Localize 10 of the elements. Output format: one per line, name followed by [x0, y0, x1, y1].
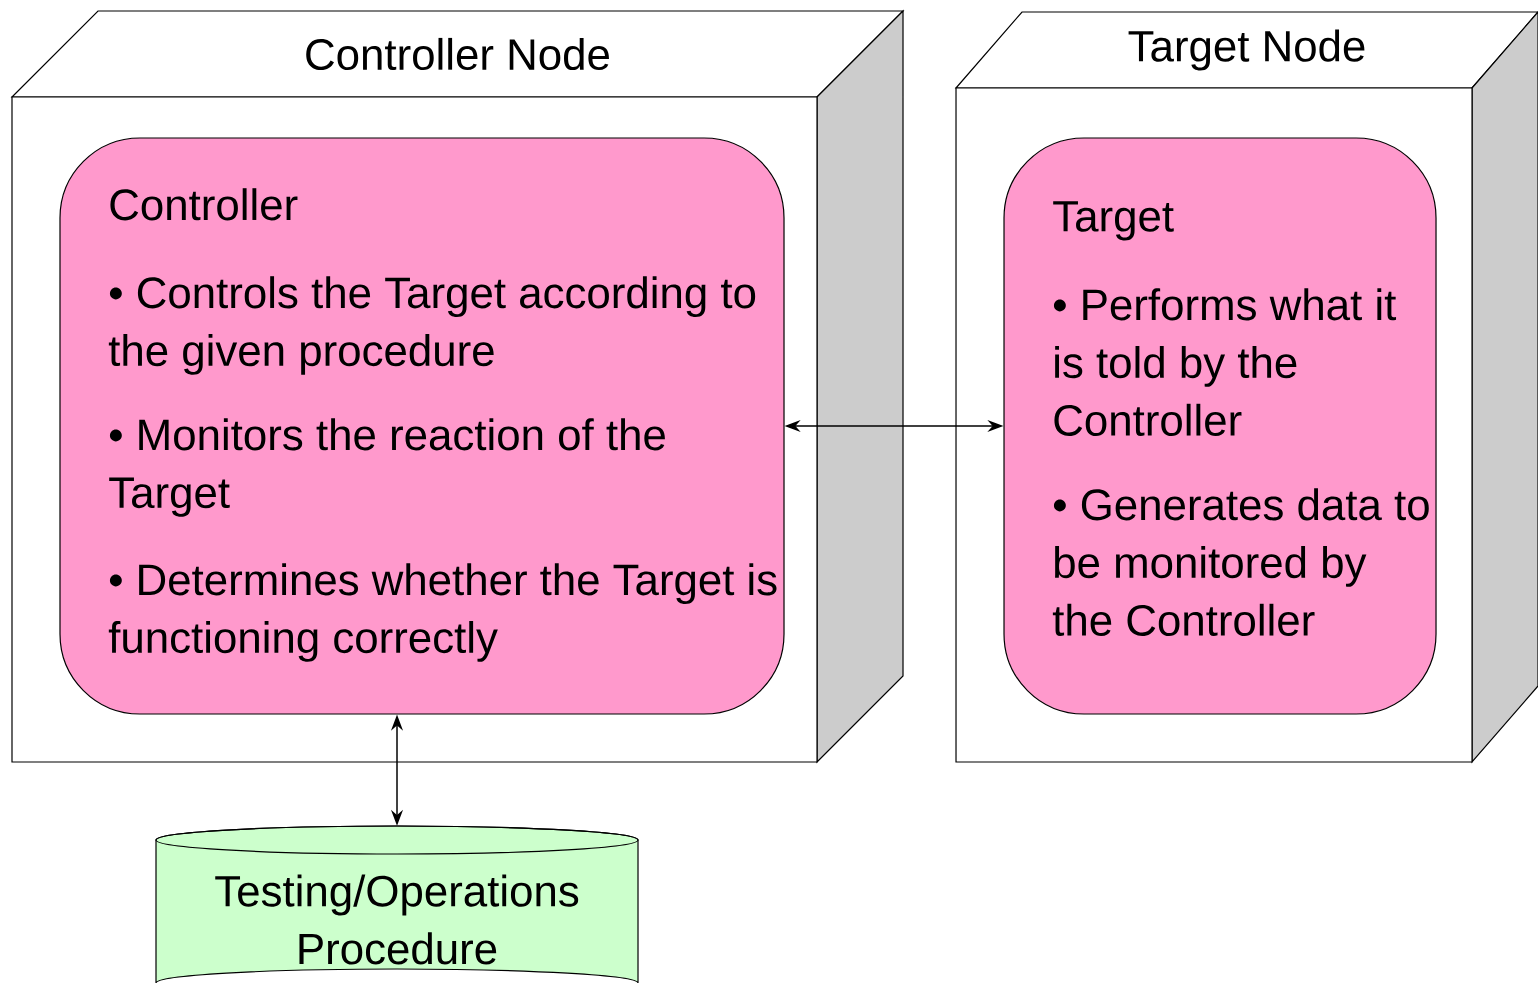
- node-title: Target Node: [1128, 29, 1365, 71]
- box-heading: Target: [1053, 201, 1174, 241]
- database-cylinder: Testing/Operations Procedure: [155, 825, 639, 984]
- bullet-text: • Determines whether the Target is functioning correctly: [108, 563, 777, 662]
- node-title: Controller Node: [306, 37, 609, 71]
- bullet-text: • Generates data to be monitored by the Controller: [1052, 488, 1429, 636]
- box-heading: Controller: [110, 188, 298, 221]
- bullet-text: • Controls the Target according to the given procedure: [108, 276, 756, 375]
- bullet-text: • Performs what it is told by the Controller: [1053, 288, 1397, 436]
- bullet-text: • Monitors the reaction of the Target: [109, 418, 665, 517]
